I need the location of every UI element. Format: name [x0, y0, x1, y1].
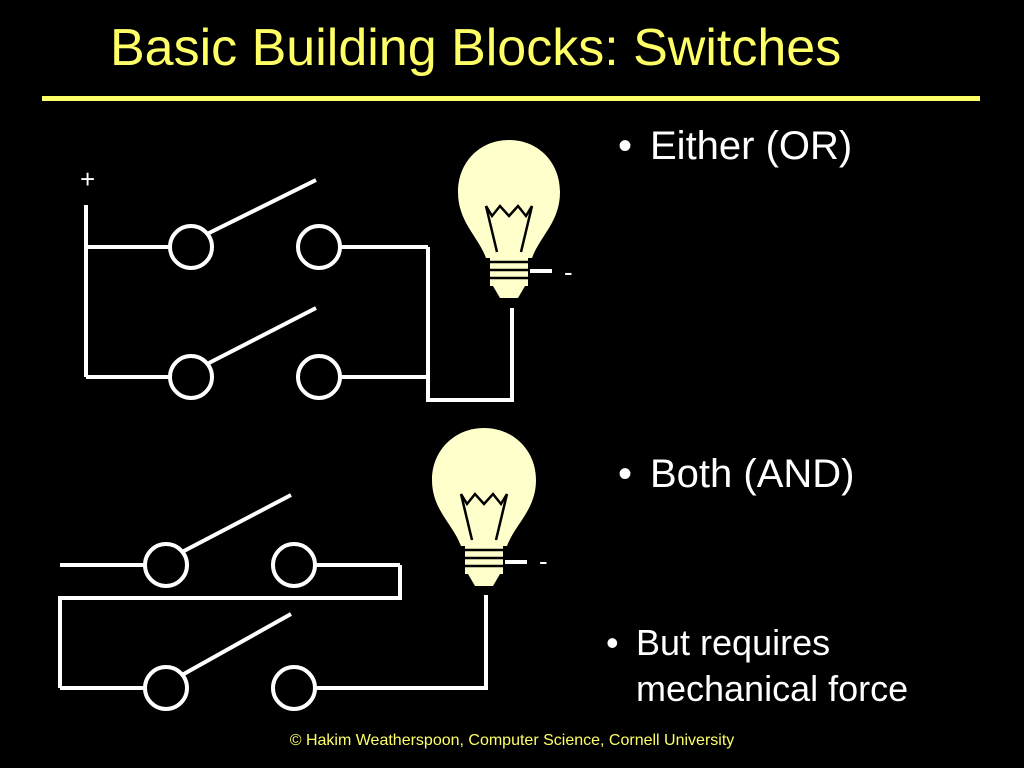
bullet-either-or: • Either (OR) — [618, 124, 852, 169]
and-switch-1-contact-a — [143, 542, 189, 588]
and-circuit — [58, 493, 488, 711]
and-switch-1-lever — [181, 493, 292, 554]
or-light-bulb-icon — [458, 140, 560, 298]
and-switch-2-lever — [181, 612, 292, 677]
and-switch-2-contact-b — [271, 665, 317, 711]
or-switch-1-contact-b — [296, 224, 342, 270]
and-series-link-wire — [58, 565, 402, 688]
or-switch-1-lever — [206, 178, 317, 236]
or-minus-terminal-label: - — [564, 257, 573, 287]
bullet-text: Either (OR) — [650, 124, 853, 168]
plus-terminal-label: + — [80, 164, 95, 194]
or-circuit: + — [80, 164, 514, 402]
title-underline — [42, 96, 980, 101]
bullet-both-and: • Both (AND) — [618, 452, 855, 497]
bullet-dot: • — [618, 124, 633, 168]
or-output-wire — [426, 247, 514, 402]
bullet-dot: • — [606, 622, 619, 663]
slide-footer: © Hakim Weatherspoon, Computer Science, … — [289, 732, 735, 749]
bullet-text: But requires mechanical force — [636, 622, 909, 709]
or-switch-2-contact-b — [296, 354, 342, 400]
or-switch-2-lever — [206, 306, 317, 366]
and-light-bulb-icon — [432, 428, 536, 586]
bullet-dot: • — [618, 452, 633, 496]
or-switch-2-contact-a — [168, 354, 214, 400]
and-switch-2-contact-a — [143, 665, 189, 711]
bullet-mechanical-force: • But requires mechanical force — [606, 620, 908, 712]
bullet-text: Both (AND) — [650, 452, 855, 496]
and-minus-terminal-label: - — [539, 546, 548, 576]
or-switch-1-contact-a — [168, 224, 214, 270]
and-switch-1-contact-b — [271, 542, 317, 588]
slide-title: Basic Building Blocks: Switches — [110, 19, 842, 77]
and-output-wire — [315, 595, 488, 690]
